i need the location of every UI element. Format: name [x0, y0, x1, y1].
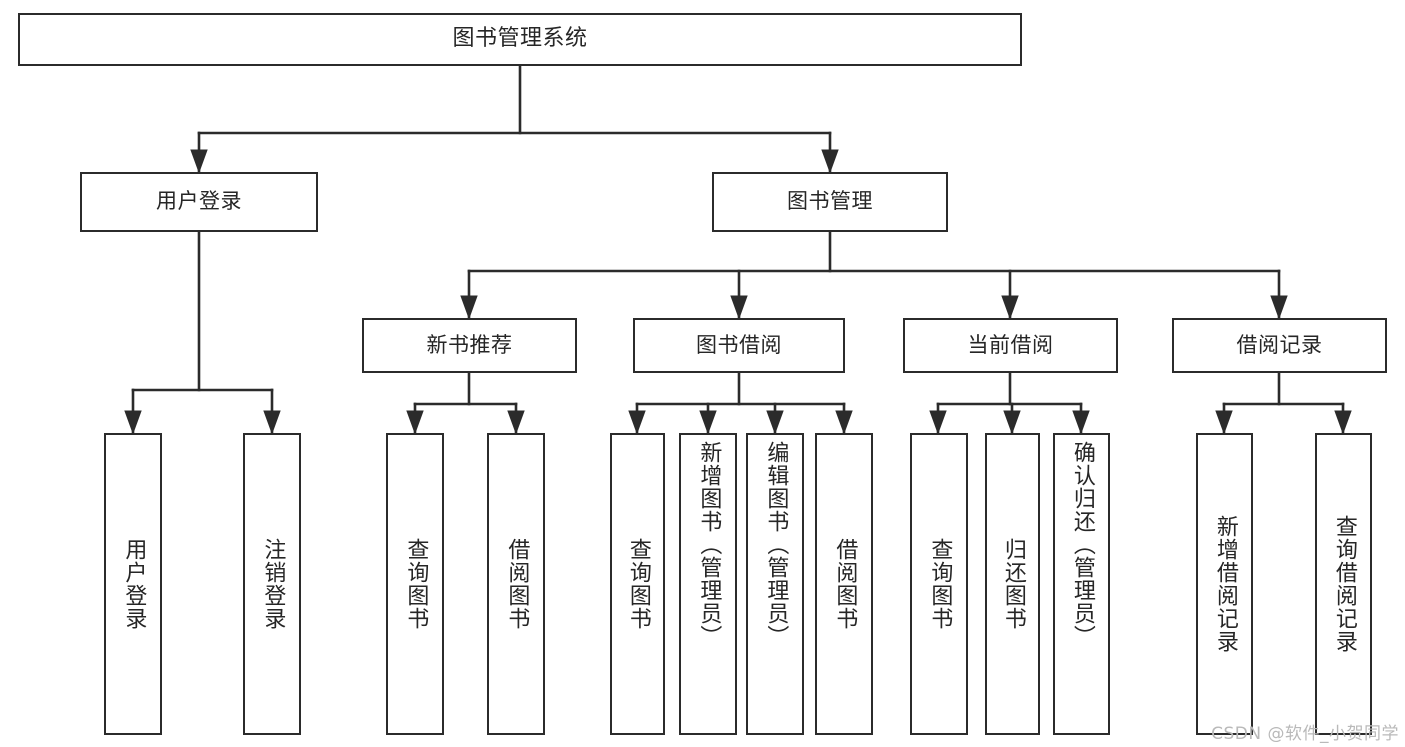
arrow-head-bookborrow-to-leaves-3 [835, 410, 853, 435]
node-label-leaf-edit-book: 编辑图书（管理员） [763, 441, 789, 648]
node-label-leaf-borrow-book-1: 借阅图书 [504, 538, 530, 630]
node-box-leaf-borrow-book-1[interactable]: 借阅图书 [487, 433, 545, 735]
arrow-head-bookmgmt-to-row2-2 [1001, 295, 1019, 320]
arrow-head-newbook-to-leaves-0 [406, 410, 424, 435]
node-box-current-borrow[interactable]: 当前借阅 [903, 318, 1118, 373]
arrow-head-currentborrow-to-leaves-1 [1003, 410, 1021, 435]
arrow-head-bookmgmt-to-row2-3 [1270, 295, 1288, 320]
arrow-head-currentborrow-to-leaves-0 [929, 410, 947, 435]
node-box-leaf-query-book-1[interactable]: 查询图书 [386, 433, 444, 735]
node-box-leaf-edit-book[interactable]: 编辑图书（管理员） [746, 433, 804, 735]
node-box-leaf-confirm-return[interactable]: 确认归还（管理员） [1053, 433, 1110, 735]
node-box-leaf-user-login[interactable]: 用户登录 [104, 433, 162, 735]
arrow-head-bookborrow-to-leaves-1 [699, 410, 717, 435]
node-label-leaf-query-book-1: 查询图书 [403, 538, 429, 630]
node-label-user-login: 用户登录 [156, 189, 242, 214]
node-label-leaf-add-book: 新增图书（管理员） [696, 441, 722, 648]
node-box-leaf-add-record[interactable]: 新增借阅记录 [1196, 433, 1253, 735]
node-label-root: 图书管理系统 [452, 26, 588, 52]
node-box-root[interactable]: 图书管理系统 [18, 13, 1022, 66]
node-box-new-book-rec[interactable]: 新书推荐 [362, 318, 577, 373]
node-box-leaf-logout[interactable]: 注销登录 [243, 433, 301, 735]
node-label-book-mgmt: 图书管理 [787, 189, 873, 214]
node-label-leaf-query-book-2: 查询图书 [625, 538, 651, 630]
node-label-leaf-query-book-3: 查询图书 [927, 538, 953, 630]
arrow-head-userlogin-to-leaves-1 [263, 410, 281, 435]
node-box-user-login[interactable]: 用户登录 [80, 172, 318, 232]
node-box-book-borrow[interactable]: 图书借阅 [633, 318, 845, 373]
node-box-leaf-borrow-book-2[interactable]: 借阅图书 [815, 433, 873, 735]
arrow-head-borrowrecord-to-leaves-0 [1215, 410, 1233, 435]
arrow-head-bookmgmt-to-row2-1 [730, 295, 748, 320]
node-label-leaf-return-book: 归还图书 [1000, 538, 1026, 630]
arrow-head-borrowrecord-to-leaves-1 [1334, 410, 1352, 435]
watermark-text: CSDN @软件_小贺同学 [1211, 724, 1399, 744]
node-box-leaf-return-book[interactable]: 归还图书 [985, 433, 1040, 735]
arrow-head-bookborrow-to-leaves-2 [766, 410, 784, 435]
arrow-head-root-to-row1-0 [190, 149, 208, 174]
node-label-borrow-record: 借阅记录 [1236, 332, 1323, 357]
node-box-leaf-query-book-2[interactable]: 查询图书 [610, 433, 665, 735]
node-label-leaf-confirm-return: 确认归还（管理员） [1069, 441, 1095, 648]
node-label-new-book-rec: 新书推荐 [426, 332, 513, 357]
arrow-head-newbook-to-leaves-1 [507, 410, 525, 435]
node-label-book-borrow: 图书借阅 [696, 332, 782, 357]
node-box-book-mgmt[interactable]: 图书管理 [712, 172, 948, 232]
arrow-head-bookmgmt-to-row2-0 [460, 295, 478, 320]
node-box-borrow-record[interactable]: 借阅记录 [1172, 318, 1387, 373]
node-box-leaf-query-record[interactable]: 查询借阅记录 [1315, 433, 1372, 735]
arrow-head-currentborrow-to-leaves-2 [1072, 410, 1090, 435]
node-label-leaf-add-record: 新增借阅记录 [1212, 515, 1238, 653]
node-box-leaf-query-book-3[interactable]: 查询图书 [910, 433, 968, 735]
arrow-head-userlogin-to-leaves-0 [124, 410, 142, 435]
node-label-leaf-query-record: 查询借阅记录 [1331, 515, 1357, 653]
node-label-leaf-logout: 注销登录 [260, 538, 286, 630]
arrow-head-root-to-row1-1 [821, 149, 839, 174]
node-label-current-borrow: 当前借阅 [967, 332, 1054, 357]
node-box-leaf-add-book[interactable]: 新增图书（管理员） [679, 433, 737, 735]
arrow-head-bookborrow-to-leaves-0 [628, 410, 646, 435]
node-label-leaf-borrow-book-2: 借阅图书 [832, 538, 858, 630]
node-label-leaf-user-login: 用户登录 [121, 538, 147, 630]
